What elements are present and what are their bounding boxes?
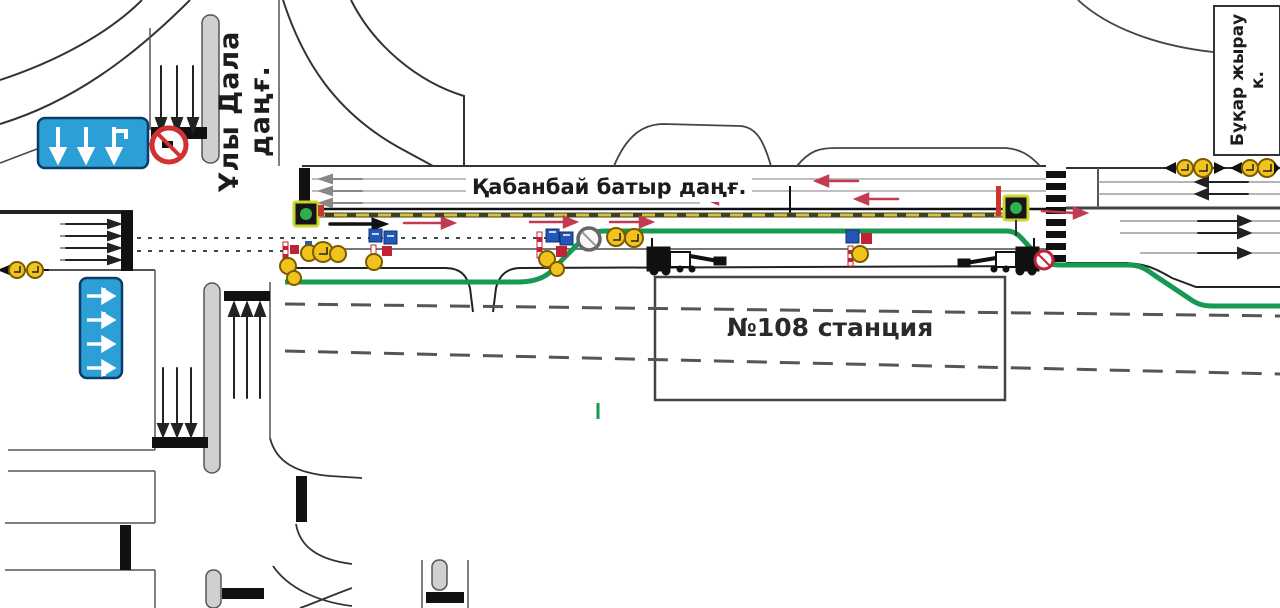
medians-and-stoplines xyxy=(120,14,464,608)
corner-curve xyxy=(295,523,353,565)
stop-line xyxy=(224,291,270,301)
stop-line xyxy=(299,168,310,214)
detour-sign-icon xyxy=(606,227,644,248)
lane-direction-sign-icon xyxy=(36,116,150,170)
street-label-bukar-zhyrau: Бұқар жырау к. xyxy=(1228,13,1268,147)
ramp-curve xyxy=(282,0,434,167)
lane-direction-sign-icon xyxy=(78,276,124,380)
roadside-sign-cluster xyxy=(536,228,574,277)
roadside-sign-cluster xyxy=(365,228,398,271)
ramp-curve xyxy=(350,0,465,166)
station-box xyxy=(653,275,1007,402)
ramp-curve xyxy=(0,0,143,81)
lane-arrow-down xyxy=(154,65,200,135)
lane-arrow-up xyxy=(227,300,267,399)
stop-line xyxy=(426,592,464,603)
stop-line xyxy=(296,476,307,522)
lane-arrow-left-gray xyxy=(316,173,363,209)
corner-curve xyxy=(269,437,363,479)
roadside-sign-cluster xyxy=(279,241,302,286)
lane-arrow-right xyxy=(1197,214,1253,260)
roadworks-machine-icon xyxy=(646,238,727,276)
detour-sign-icon xyxy=(1230,158,1280,178)
dashed-center-line xyxy=(284,302,1280,318)
stop-line xyxy=(152,437,208,448)
lane-arrow-down xyxy=(156,367,198,439)
roadworks-machine-icon xyxy=(957,238,1040,276)
dashed-center-line xyxy=(284,349,1280,376)
traffic-light-icon xyxy=(996,186,1030,236)
stop-line xyxy=(121,211,133,271)
roadside-sign-cluster xyxy=(845,229,872,267)
corner-curve xyxy=(299,587,353,608)
no-stopping-sign-icon xyxy=(149,125,189,165)
curb-with-driveway xyxy=(492,265,1047,313)
station-label: №108 станция xyxy=(726,313,934,342)
driveway-bump xyxy=(613,123,772,167)
stop-line xyxy=(120,525,131,570)
traffic-flow-arrow-black xyxy=(328,217,390,231)
median-strip xyxy=(203,282,221,474)
median-strip xyxy=(201,14,220,164)
lane-arrow-left xyxy=(1193,175,1249,201)
median-strip xyxy=(205,569,222,608)
driveway-bump xyxy=(796,147,1041,167)
lane-arrows xyxy=(0,65,1253,439)
curb-with-driveway xyxy=(283,267,474,313)
traffic-light-icon xyxy=(292,200,324,228)
dashed-lane-lines xyxy=(137,237,1280,376)
detour-sign-icon xyxy=(8,261,44,279)
no-entry-sign-icon xyxy=(1033,249,1055,271)
street-label-uly-dala: Ұлы Дала даңғ. xyxy=(214,30,276,192)
ramp-curve xyxy=(1077,0,1214,53)
ramp-curve xyxy=(0,0,191,125)
street-box xyxy=(1213,5,1280,156)
corner-curve xyxy=(272,565,353,607)
street-label-kabanbay-batyr: Қабанбай батыр даңғ. xyxy=(466,172,753,202)
lane-arrow-right xyxy=(65,218,124,266)
detour-sign-icon xyxy=(1164,158,1226,178)
no-entry-sign-icon xyxy=(576,226,602,252)
pedestrian-crosswalk-zebra xyxy=(1046,171,1066,262)
median-strip xyxy=(431,559,448,591)
roadside-sign-cluster xyxy=(300,241,347,263)
stop-line xyxy=(222,588,264,599)
